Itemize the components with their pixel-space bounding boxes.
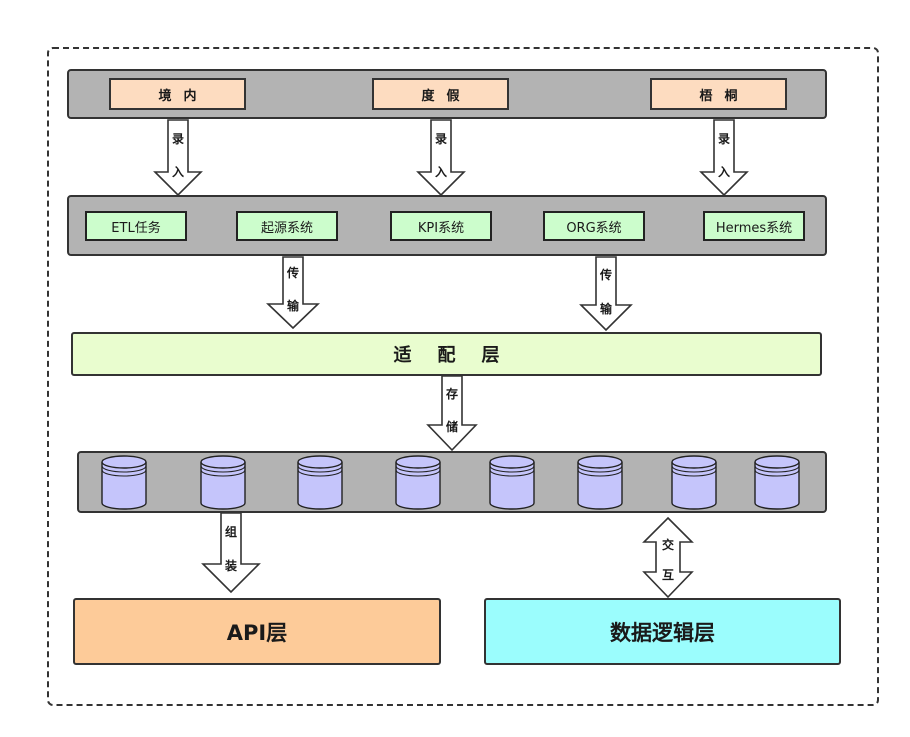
system-etl: ETL任务 — [85, 211, 187, 241]
source-wutong: 梧桐 — [650, 78, 787, 110]
transfer-arrow-1 — [266, 256, 320, 330]
input-arrow-1 — [153, 119, 203, 197]
input-label-bottom-2: 入 — [434, 165, 447, 179]
database-icon — [754, 455, 800, 510]
transfer-arrow-2 — [579, 256, 633, 332]
system-kpi: KPI系统 — [390, 211, 492, 241]
transfer-label-top-1: 传 — [286, 266, 299, 280]
database-cylinders — [101, 455, 800, 510]
input-label-top-3: 录 — [717, 132, 730, 146]
store-arrow — [426, 375, 478, 452]
system-origin: 起源系统 — [236, 211, 338, 241]
database-icon — [101, 455, 147, 510]
input-label-bottom-1: 入 — [171, 165, 184, 179]
adapter-layer: 适配层 — [71, 332, 822, 376]
database-icon — [200, 455, 246, 510]
input-label-top-2: 录 — [434, 132, 447, 146]
source-vacation: 度假 — [372, 78, 509, 110]
transfer-label-bottom-2: 输 — [599, 302, 612, 316]
system-org: ORG系统 — [543, 211, 645, 241]
transfer-label-bottom-1: 输 — [286, 299, 299, 313]
interact-arrow — [642, 516, 694, 599]
database-icon — [577, 455, 623, 510]
assemble-arrow — [201, 512, 261, 594]
database-icon — [489, 455, 535, 510]
database-icon — [671, 455, 717, 510]
input-label-top-1: 录 — [171, 132, 184, 146]
assemble-label-bottom: 装 — [224, 559, 237, 573]
interact-label-top: 交 — [661, 538, 674, 552]
store-label-top: 存 — [445, 387, 458, 401]
database-icon — [395, 455, 441, 510]
system-hermes: Hermes系统 — [703, 211, 805, 241]
api-layer: API层 — [73, 598, 441, 665]
source-domestic: 境内 — [109, 78, 246, 110]
diagram-frame — [47, 47, 879, 706]
assemble-label-top: 组 — [224, 525, 237, 539]
input-arrow-3 — [699, 119, 749, 197]
input-arrow-2 — [416, 119, 466, 197]
transfer-label-top-2: 传 — [599, 268, 612, 282]
data-logic-layer: 数据逻辑层 — [484, 598, 841, 665]
database-icon — [297, 455, 343, 510]
input-label-bottom-3: 入 — [717, 165, 730, 179]
store-label-bottom: 储 — [445, 420, 458, 434]
interact-label-bottom: 互 — [661, 568, 674, 582]
